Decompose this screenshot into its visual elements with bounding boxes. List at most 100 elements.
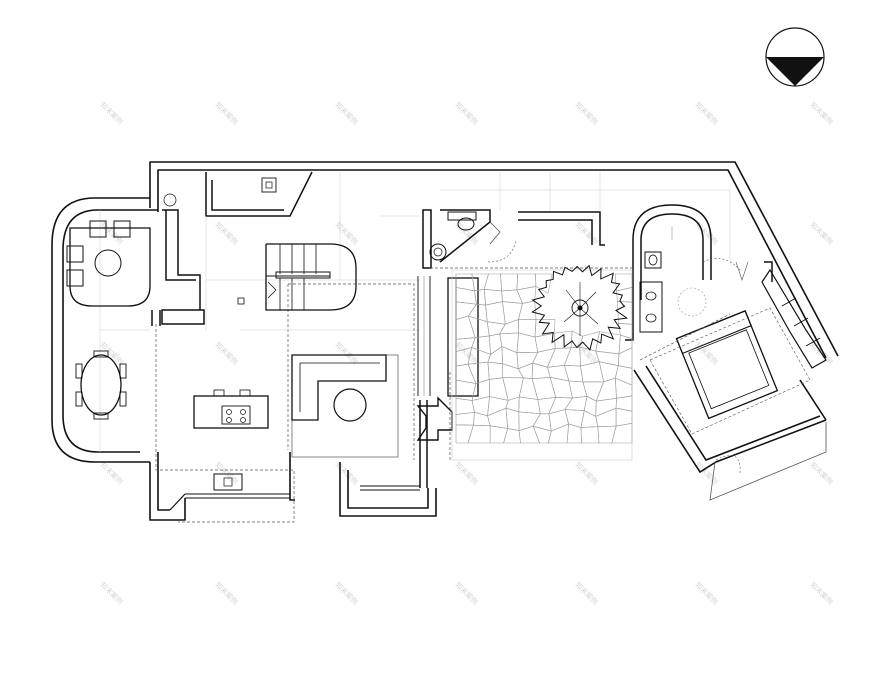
paving-stone <box>615 395 633 412</box>
watermark-text: 知末案例 <box>574 580 600 606</box>
paving-stone <box>502 301 523 325</box>
paving-stone <box>485 301 506 325</box>
paving-stone <box>532 425 552 444</box>
paving-stone <box>455 315 476 340</box>
watermark-text: 知末案例 <box>214 580 240 606</box>
watermark-text: 知末案例 <box>809 460 835 486</box>
glazing-lines <box>360 276 431 491</box>
paving-stone <box>483 288 503 306</box>
paving-stone <box>474 288 486 306</box>
dining-area <box>66 177 277 420</box>
paving-stone <box>471 335 491 355</box>
watermark-text: 知末案例 <box>454 340 480 366</box>
paving-stone <box>535 273 553 294</box>
paving-stone <box>518 319 537 338</box>
paving-stone <box>568 380 588 399</box>
paving-stone <box>455 287 477 305</box>
paving-stone <box>518 411 541 432</box>
paving-stone <box>532 347 556 368</box>
paving-stone <box>516 273 537 291</box>
paving-stone <box>549 376 573 399</box>
paving-stone <box>487 396 509 417</box>
watermark-text: 知末案例 <box>99 460 125 486</box>
paving-stone <box>548 423 569 444</box>
paving-stone <box>487 361 504 380</box>
paving-stone <box>500 273 519 292</box>
watermark-text: 知末案例 <box>574 460 600 486</box>
paving-stone <box>501 289 523 304</box>
paving-stone <box>487 407 509 429</box>
watermark-text: 知末案例 <box>454 580 480 606</box>
paving-stone <box>537 396 557 415</box>
bedroom-wing <box>633 268 827 501</box>
paving-stone <box>489 425 509 444</box>
floor-grid <box>99 172 731 452</box>
paving-stone <box>531 362 551 380</box>
paving-stone <box>516 332 539 354</box>
watermark-text: 知末案例 <box>694 460 720 486</box>
watermark-text: 知末案例 <box>694 580 720 606</box>
paving-stone <box>503 428 521 444</box>
paving-stone <box>617 347 633 369</box>
watermark-text: 知末案例 <box>574 100 600 126</box>
paving-stone <box>501 346 519 370</box>
paving-stone <box>582 381 605 402</box>
paving-stone <box>483 273 502 292</box>
watermark-text: 知末案例 <box>334 340 360 366</box>
paving-stone <box>548 396 573 415</box>
paving-stone <box>614 365 633 386</box>
paving-stone <box>455 301 477 321</box>
living-area <box>291 277 479 458</box>
watermark-text: 知末案例 <box>809 220 835 246</box>
watermark-layer: 知末案例知末案例知末案例知末案例知末案例知末案例知末案例知末案例知末案例知末案例… <box>99 100 835 606</box>
paving-stone <box>595 397 617 417</box>
paving-stone <box>615 407 633 427</box>
paving-stone <box>518 300 537 320</box>
paving-stone <box>614 377 633 399</box>
paving-stone <box>580 410 599 428</box>
paving-stone <box>563 364 584 383</box>
paving-stone <box>580 426 600 444</box>
paving-stone <box>455 411 475 426</box>
watermark-text: 知末案例 <box>99 580 125 606</box>
paving-stone <box>597 425 617 444</box>
paving-stone <box>616 287 633 303</box>
watermark-text: 知末案例 <box>694 100 720 126</box>
paving-stone <box>455 397 475 415</box>
paving-stone <box>614 273 633 292</box>
watermark-text: 知末案例 <box>334 460 360 486</box>
watermark-text: 知末案例 <box>334 100 360 126</box>
paving-stone <box>518 396 541 415</box>
north-arrow-icon <box>765 27 825 87</box>
staircase <box>237 243 357 311</box>
paving-stone <box>534 319 556 338</box>
paving-stone <box>455 273 475 292</box>
paving-stone <box>564 395 588 411</box>
paving-stone <box>505 407 520 431</box>
courtyard-paving <box>451 269 633 461</box>
watermark-text: 知末案例 <box>809 580 835 606</box>
tree-icon <box>531 264 629 351</box>
paving-stone <box>499 319 520 335</box>
watermark-text: 知末案例 <box>334 220 360 246</box>
overhead-dashed-lines <box>155 267 731 523</box>
watermark-text: 知末案例 <box>99 100 125 126</box>
kitchen-island <box>169 389 290 511</box>
watermark-text: 知末案例 <box>99 220 125 246</box>
watermark-text: 知末案例 <box>694 220 720 246</box>
paving-stone <box>517 362 534 380</box>
paving-stone <box>467 424 491 444</box>
watermark-text: 知末案例 <box>214 340 240 366</box>
bathroom-fixtures <box>429 211 749 333</box>
watermark-text: 知末案例 <box>454 460 480 486</box>
watermark-text: 知末案例 <box>214 100 240 126</box>
watermark-text: 知末案例 <box>334 580 360 606</box>
paving-stone <box>502 363 524 379</box>
watermark-text: 知末案例 <box>454 100 480 126</box>
watermark-text: 知末案例 <box>99 340 125 366</box>
watermark-text: 知末案例 <box>214 220 240 246</box>
paving-stone <box>516 351 539 370</box>
paving-stone <box>595 407 617 428</box>
paving-stone <box>566 423 582 444</box>
